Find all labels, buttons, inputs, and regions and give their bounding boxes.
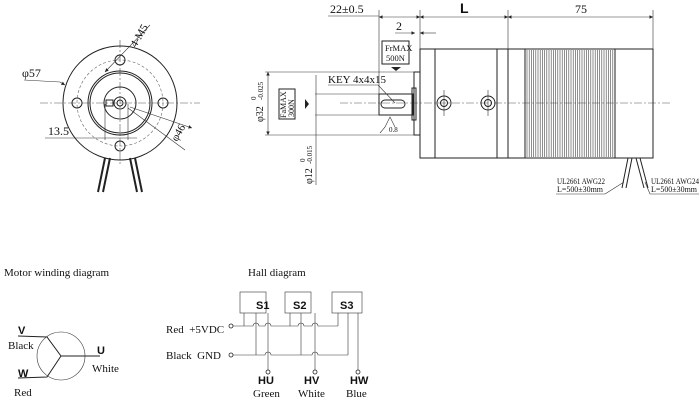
cooling-ribs bbox=[526, 50, 614, 157]
hall-diagram: Hall diagram Red +5VDC Black GND S1 S2 S… bbox=[166, 267, 369, 400]
step-label: 2 bbox=[396, 19, 402, 33]
output-hv-color: White bbox=[298, 388, 325, 400]
cable-left-spec: UL2661 AWG22 bbox=[557, 177, 605, 186]
axial-load-value: 300N bbox=[287, 99, 296, 117]
roughness-label: 0.8 bbox=[389, 126, 398, 134]
winding-diagram: Motor winding diagram V Black U White W … bbox=[4, 267, 119, 399]
u-label: U bbox=[97, 345, 105, 357]
shaft-length-label: 22±0.5 bbox=[330, 2, 364, 16]
sensor-s1: S1 bbox=[256, 300, 269, 312]
v-label: V bbox=[18, 325, 26, 337]
sensor-s2: S2 bbox=[293, 300, 306, 312]
v-color: Black bbox=[8, 340, 34, 352]
shaft-tol: -0.015 bbox=[306, 145, 314, 164]
cable-right-spec: UL2661 AWG24 bbox=[651, 177, 699, 186]
power-terminal bbox=[228, 323, 234, 329]
pilot-tol: -0.025 bbox=[257, 81, 265, 100]
sensor-box bbox=[239, 291, 267, 314]
output-terminal bbox=[355, 369, 361, 375]
motor-length-label: 75 bbox=[575, 2, 587, 16]
cable-left-length: L=500±30mm bbox=[557, 185, 604, 194]
mounting-holes bbox=[71, 54, 169, 152]
hall-title: Hall diagram bbox=[248, 267, 306, 279]
power-label: Red +5VDC bbox=[166, 324, 224, 336]
axial-load-label: FaMAX bbox=[279, 91, 288, 118]
cable-right-length: L=500±30mm bbox=[651, 185, 698, 194]
w-color: Red bbox=[14, 387, 32, 399]
key-label: KEY 4x4x15 bbox=[328, 74, 386, 86]
offset-label: 13.5 bbox=[48, 124, 69, 138]
shaft-tol-zero: 0 bbox=[299, 158, 307, 162]
front-view: φ57 4-M5 13.5 φ46 bbox=[22, 22, 200, 193]
output-hv: HV bbox=[304, 375, 320, 387]
ground-wire bbox=[233, 351, 348, 356]
output-terminal bbox=[265, 369, 271, 375]
radial-load-value: 500N bbox=[386, 53, 405, 63]
sensor-box bbox=[331, 291, 363, 314]
output-hu: HU bbox=[258, 375, 274, 387]
gearbox-length-label: L bbox=[460, 0, 469, 16]
dia57-label: φ57 bbox=[22, 66, 41, 80]
output-hw-color: Blue bbox=[346, 388, 367, 400]
output-hu-color: Green bbox=[253, 388, 280, 400]
sensor-box bbox=[284, 291, 312, 314]
winding-title: Motor winding diagram bbox=[4, 267, 110, 279]
output-hw: HW bbox=[350, 375, 369, 387]
cables bbox=[97, 157, 143, 193]
pilot-tol-zero: 0 bbox=[250, 96, 258, 100]
ground-label: Black GND bbox=[166, 350, 221, 362]
power-wire bbox=[233, 322, 338, 327]
ground-terminal bbox=[228, 352, 234, 358]
w-label: W bbox=[18, 368, 29, 380]
shaft-dia-label: φ12 bbox=[304, 168, 315, 184]
u-color: White bbox=[92, 363, 119, 375]
holes-label: 4-M5 bbox=[128, 22, 151, 50]
pilot-dia-label: φ32 bbox=[255, 106, 266, 122]
side-view: 22±0.5 2 L 75 FrMAX 500N KEY 4x4x15 0.8 … bbox=[250, 0, 699, 195]
sensor-s3: S3 bbox=[340, 300, 353, 312]
output-terminal bbox=[312, 369, 318, 375]
radial-load-label: FrMAX bbox=[385, 43, 412, 53]
